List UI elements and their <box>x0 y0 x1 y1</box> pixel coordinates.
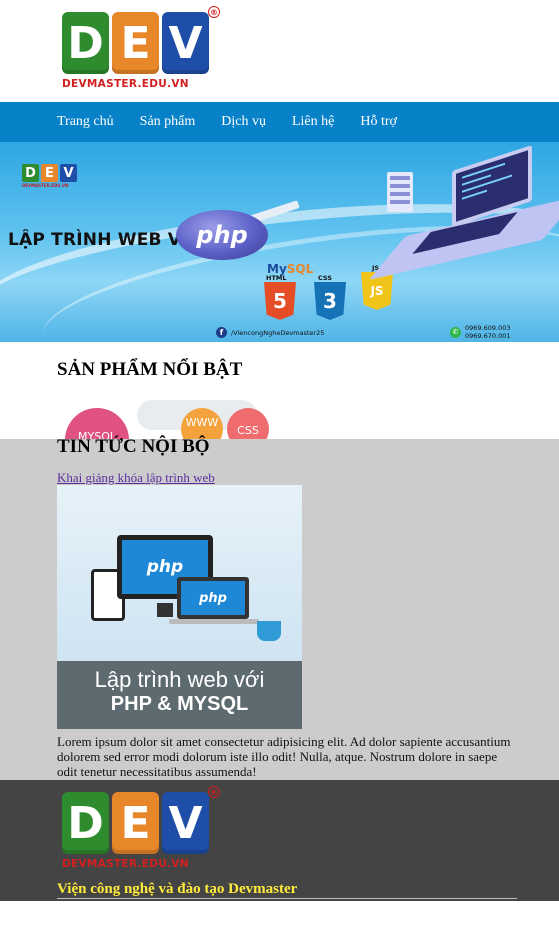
site-footer: D E V ® DEVMASTER.EDU.VN Viện công nghệ … <box>0 780 559 901</box>
registered-mark: ® <box>208 6 220 18</box>
mini-logo-letter: E <box>41 164 58 182</box>
footer-divider <box>57 898 517 899</box>
news-section: TIN TỨC NỘI BỘ Khai giảng khóa lập trình… <box>0 436 559 780</box>
nav-item-services[interactable]: Dịch vụ <box>221 114 266 129</box>
news-article-excerpt: Lorem ipsum dolor sit amet consectetur a… <box>57 734 511 779</box>
facebook-contact: f /ViencongNgheDevmaster25 <box>216 327 324 338</box>
js-icon: JS <box>361 272 393 310</box>
html5-icon: 5 <box>264 282 296 320</box>
css-bubble: CSS <box>227 408 269 440</box>
devmaster-logo[interactable]: D E V ® DEVMASTER.EDU.VN <box>60 6 222 92</box>
facebook-handle: /ViencongNgheDevmaster25 <box>231 328 325 337</box>
image-caption: Lập trình web với PHP & MYSQL <box>57 661 302 729</box>
image-caption-line: Lập trình web với <box>94 667 265 692</box>
banner-mini-logo: D E V <box>22 164 77 182</box>
footer-logo[interactable]: D E V ® DEVMASTER.EDU.VN <box>60 786 222 872</box>
image-caption-line: PHP & MYSQL <box>110 693 249 715</box>
laptop-base <box>169 619 259 624</box>
mysql-logo-part: My <box>267 262 287 276</box>
logo-letter-v: V <box>162 792 209 854</box>
mini-logo-letter: V <box>60 164 77 182</box>
logo-letter-d: D <box>62 12 109 74</box>
banner-title: LẬP TRÌNH WEB VỚI <box>8 230 203 250</box>
coffee-cup-icon <box>257 621 281 641</box>
nav-item-contact[interactable]: Liên hệ <box>291 114 335 129</box>
phone-contact: ✆ 0969.609.003 0969.670.001 <box>450 324 511 340</box>
server-icon <box>387 172 413 212</box>
logo-domain: DEVMASTER.EDU.VN <box>62 858 189 870</box>
hero-banner: D E V DEVMASTER.EDU.VN LẬP TRÌNH WEB VỚI… <box>0 142 559 342</box>
phone-number: 0969.670.001 <box>465 332 511 340</box>
logo-letter-d: D <box>62 792 109 854</box>
html5-badge-label: HTML <box>266 274 287 282</box>
mini-logo-letter: D <box>22 164 39 182</box>
news-article-image[interactable]: php php Lập trình web với PHP & MYSQL <box>57 485 302 729</box>
featured-products-heading: SẢN PHẨM NỔI BẬT <box>57 359 243 380</box>
phone-icon: ✆ <box>450 326 461 338</box>
mini-logo-domain: DEVMASTER.EDU.VN <box>22 183 69 188</box>
logo-letter-e: E <box>112 12 159 74</box>
facebook-icon: f <box>216 327 227 338</box>
php-logo: php <box>176 210 268 260</box>
www-bubble: WWW <box>181 408 223 440</box>
nav-item-support[interactable]: Hỗ trợ <box>360 114 397 129</box>
logo-letter-e: E <box>112 792 159 854</box>
footer-tagline: Viện công nghệ và đào tạo Devmaster <box>57 881 298 897</box>
main-nav: Trang chủ Sản phẩm Dịch vụ Liên hệ Hỗ tr… <box>0 102 559 142</box>
mysql-logo: MySQL <box>267 262 313 276</box>
news-heading: TIN TỨC NỘI BỘ <box>57 436 210 457</box>
css3-badge-label: CSS <box>318 274 332 282</box>
registered-mark: ® <box>208 786 220 798</box>
logo-domain: DEVMASTER.EDU.VN <box>62 78 189 90</box>
nav-item-products[interactable]: Sản phẩm <box>139 114 196 129</box>
site-header: D E V ® DEVMASTER.EDU.VN <box>0 0 559 102</box>
product-thumbnail[interactable]: MYSQL WWW CSS <box>57 400 287 440</box>
monitor-stand <box>157 603 173 617</box>
news-article-link[interactable]: Khai giảng khóa lập trình web <box>57 470 215 485</box>
laptop-icon: php <box>177 577 249 619</box>
phone-number: 0969.609.003 <box>465 324 511 332</box>
css3-icon: 3 <box>314 282 346 320</box>
mysql-logo-part: SQL <box>286 262 314 276</box>
nav-item-home[interactable]: Trang chủ <box>57 114 114 129</box>
js-badge-label: JS <box>372 264 380 272</box>
logo-letter-v: V <box>162 12 209 74</box>
